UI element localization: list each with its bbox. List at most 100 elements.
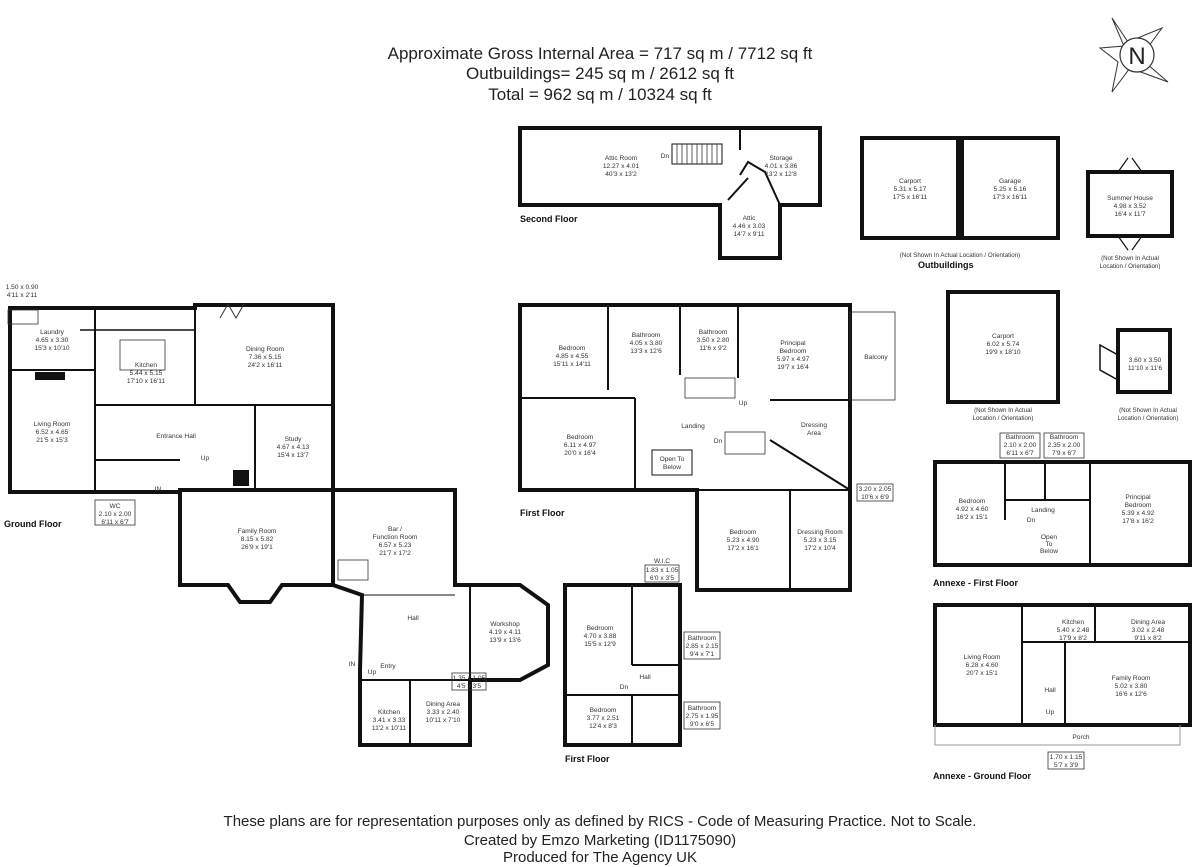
annexe-principal-imperial: 17'8 x 16'2 [1122, 518, 1154, 525]
bar-imperial: 21'7 x 17'2 [379, 550, 411, 557]
second-floor-title: Second Floor [520, 214, 578, 224]
wic-label: W.I.C [654, 558, 670, 565]
ff-bathroom-2-metric: 3.50 x 2.80 [697, 337, 730, 344]
total-area-line: Total = 962 sq m / 10324 sq ft [488, 85, 712, 104]
attic-room-metric: 12.27 x 4.01 [603, 163, 640, 170]
ff-bedroom-1-label: Bedroom [559, 345, 586, 352]
store-small-imperial: 4'11 x 2'11 [7, 292, 38, 299]
annexe-first-floor-title: Annexe - First Floor [933, 578, 1019, 588]
ff2-bathroom-2-imperial: 9'0 x 6'5 [690, 721, 714, 728]
stairs-down-label-3: Dn [620, 684, 629, 691]
storage-label: Storage [769, 155, 792, 162]
annexe-kitchen-imperial: 17'9 x 8'2 [1059, 635, 1087, 642]
kitchen-imperial: 17'10 x 16'11 [127, 378, 166, 385]
wc-metric: 2.10 x 2.00 [99, 511, 132, 518]
ff-bedroom-1-imperial: 15'11 x 14'11 [553, 361, 591, 368]
summer-house-label: Summer House [1107, 195, 1153, 202]
living-room-imperial: 21'5 x 15'3 [36, 437, 68, 444]
ff2-bedroom-2-label: Bedroom [590, 707, 617, 714]
workshop-metric: 4.19 x 4.11 [489, 629, 521, 636]
annexe-living-label: Living Room [964, 654, 1001, 661]
study-metric: 4.67 x 4.13 [277, 444, 310, 451]
kitchen-2-imperial: 11'2 x 10'11 [372, 725, 407, 732]
annexe-open-label-2: To [1046, 541, 1053, 548]
wc-label: WC [110, 503, 121, 510]
not-shown-note-3b: Location / Orientation) [973, 415, 1034, 422]
principal-bedroom-metric: 5.97 x 4.97 [777, 356, 810, 363]
carport-2-label: Carport [992, 333, 1014, 340]
ff-bedroom-3-imperial: 17'2 x 16'1 [727, 545, 759, 552]
ground-floor-title: Ground Floor [4, 519, 62, 529]
dressing-area-label-2: Area [807, 430, 821, 437]
annexe-principal-label-1: Principal [1125, 494, 1151, 501]
annexe-first-floor-plan [933, 460, 1192, 567]
dining-area-label: Dining Area [426, 701, 460, 708]
attic-room-label: Attic Room [605, 155, 638, 162]
function-room-label: Function Room [373, 534, 418, 541]
dining-area-imperial: 10'11 x 7'10 [426, 717, 461, 724]
open-to-below-label-1: Open To [660, 456, 685, 463]
attic-label: Attic [743, 215, 757, 222]
hall-label: Hall [407, 615, 419, 622]
ff2-bedroom-1-imperial: 15'5 x 12'9 [584, 641, 616, 648]
small-135-metric: 1.35 x 1.05 [453, 675, 486, 682]
annexe-hall-label: Hall [1044, 687, 1056, 694]
stairs-up-label-3: Up [739, 400, 748, 407]
carport-2-metric: 6.02 x 5.74 [987, 341, 1020, 348]
carport-1-label: Carport [899, 178, 921, 185]
outbuildings-plan [860, 136, 1174, 251]
annexe-principal-label-2: Bedroom [1125, 502, 1152, 509]
principal-bedroom-imperial: 19'7 x 16'4 [777, 364, 809, 371]
annexe-bathroom-2-imperial: 7'9 x 6'7 [1052, 450, 1076, 457]
wc-imperial: 6'11 x 6'7 [101, 519, 129, 526]
kitchen-metric: 5.44 x 5.15 [130, 370, 163, 377]
annexe-bathroom-2-metric: 2.35 x 2.00 [1048, 442, 1081, 449]
dressing-room-imperial: 17'2 x 10'4 [804, 545, 836, 552]
kitchen-2-metric: 3.41 x 3.33 [373, 717, 406, 724]
store-small-metric: 1.50 x 0.90 [6, 284, 39, 291]
not-shown-note-2b: Location / Orientation) [1100, 263, 1161, 270]
stairs-down-label-4: Dn [1027, 517, 1036, 524]
principal-bedroom-label-1: Principal [780, 340, 806, 347]
ff-bathroom-2-imperial: 11'6 x 9'2 [699, 345, 727, 352]
annexe-family-metric: 5.02 x 3.80 [1115, 683, 1148, 690]
family-room-metric: 8.15 x 5.82 [241, 536, 274, 543]
dining-room-imperial: 24'2 x 16'11 [248, 362, 283, 369]
kitchen-2-label: Kitchen [378, 709, 400, 716]
garage-imperial: 17'3 x 16'11 [993, 194, 1028, 201]
ff-bathroom-1-imperial: 13'3 x 12'6 [630, 348, 662, 355]
created-by-line: Created by Emzo Marketing (ID1175090) [463, 832, 737, 849]
dining-room-metric: 7.36 x 5.15 [249, 354, 282, 361]
annexe-bedroom-metric: 4.92 x 4.60 [956, 506, 989, 513]
kitchen-label: Kitchen [135, 362, 157, 369]
carport-1-imperial: 17'5 x 16'11 [893, 194, 928, 201]
summer-house-imperial: 16'4 x 11'7 [1115, 211, 1146, 218]
family-room-label: Family Room [238, 528, 277, 535]
first-floor-title: First Floor [520, 508, 565, 518]
dressing-area-label-1: Dressing [801, 422, 827, 429]
open-to-below-label-2: Below [663, 464, 681, 471]
annexe-family-label: Family Room [1112, 675, 1151, 682]
ff-bathroom-2-label: Bathroom [699, 329, 728, 336]
first-floor-wing-title: First Floor [565, 754, 610, 764]
stairs-down-label: Dn [661, 153, 670, 160]
laundry-imperial: 15'3 x 10'10 [34, 345, 69, 352]
ff-bedroom-2-imperial: 20'0 x 16'4 [564, 450, 596, 457]
ff-bedroom-3-label: Bedroom [730, 529, 757, 536]
balcony-label: Balcony [864, 354, 888, 361]
ff2-bedroom-1-metric: 4.70 x 3.88 [584, 633, 617, 640]
disclaimer-line: These plans are for representation purpo… [223, 813, 977, 830]
annexe-bedroom-label: Bedroom [959, 498, 986, 505]
bar-label: Bar / [388, 526, 402, 533]
ff2-bedroom-2-metric: 3.77 x 2.51 [587, 715, 620, 722]
carport-2-plan [946, 290, 1172, 404]
dressing-room-metric: 5.23 x 3.15 [804, 537, 837, 544]
storage-imperial: 13'2 x 12'8 [765, 171, 797, 178]
annexe-dining-label: Dining Area [1131, 619, 1165, 626]
ff2-bathroom-2-label: Bathroom [688, 705, 717, 712]
compass-letter: N [1128, 43, 1145, 70]
small-320-metric: 3.20 x 2.05 [859, 486, 892, 493]
outbuildings-title: Outbuildings [918, 260, 974, 270]
stairs-up-label-2: Up [368, 669, 377, 676]
entrance-hall-label: Entrance Hall [156, 433, 196, 440]
